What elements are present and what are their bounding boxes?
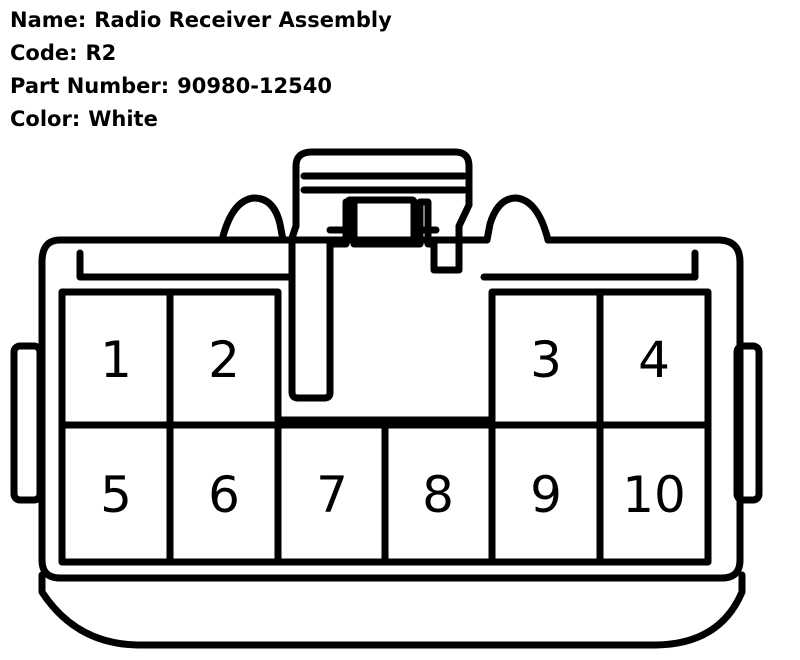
- color-row: Color: White: [10, 105, 392, 138]
- code-row: Code: R2: [10, 39, 392, 72]
- connector-code: R2: [85, 41, 117, 65]
- part-number-label: Part Number:: [10, 74, 170, 98]
- pin-label-1: 1: [100, 331, 132, 389]
- top-inner-ledge: [76, 249, 699, 281]
- pin-label-2: 2: [208, 331, 240, 389]
- pin-label-8: 8: [422, 466, 454, 524]
- locking-tab: [288, 148, 473, 402]
- name-label: Name:: [10, 8, 87, 32]
- locking-tab-ridge: [300, 172, 468, 194]
- connector-body-outline: [38, 194, 744, 582]
- color-label: Color:: [10, 107, 81, 131]
- connector-name: Radio Receiver Assembly: [94, 8, 392, 32]
- pin-grid-dividers: [58, 288, 712, 566]
- connector-info: Name: Radio Receiver Assembly Code: R2 Par…: [10, 6, 392, 138]
- pin-label-10: 10: [622, 466, 686, 524]
- pin-label-9: 9: [530, 466, 562, 524]
- code-label: Code:: [10, 41, 78, 65]
- part-number-row: Part Number: 90980-12540: [10, 72, 392, 105]
- left-side-latch: [10, 342, 44, 504]
- name-row: Name: Radio Receiver Assembly: [10, 6, 392, 39]
- connector-color: White: [88, 107, 158, 131]
- pin-label-5: 5: [100, 466, 132, 524]
- pin-label-4: 4: [638, 331, 670, 389]
- pin-label-6: 6: [208, 466, 240, 524]
- connector-bottom-skirt: [38, 571, 746, 649]
- pin-label-7: 7: [316, 466, 348, 524]
- pin-label-3: 3: [530, 331, 562, 389]
- locking-tab-window: [344, 196, 418, 244]
- connector-part-number: 90980-12540: [177, 74, 332, 98]
